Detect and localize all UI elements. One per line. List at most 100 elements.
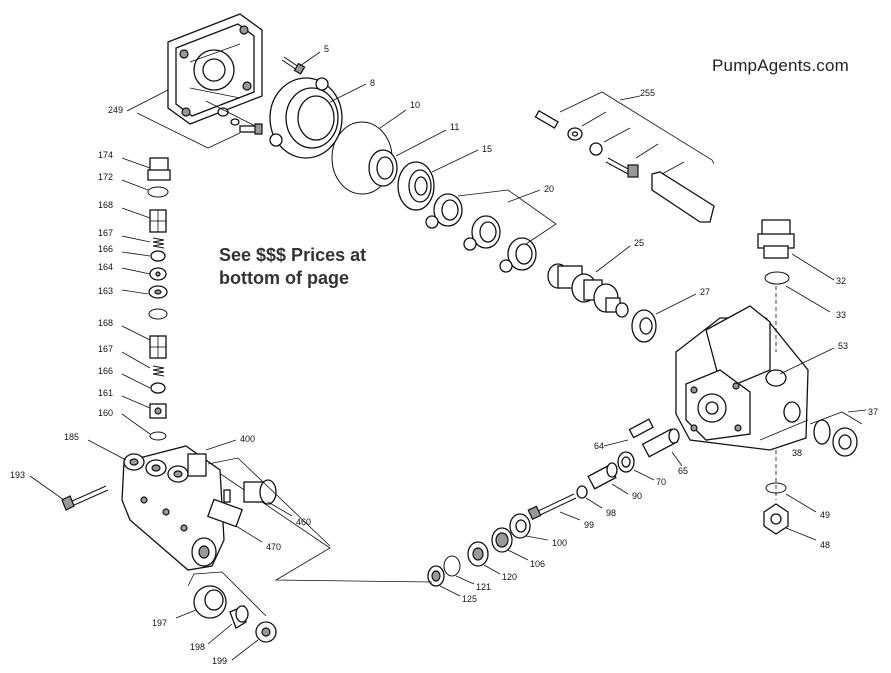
washer-98[interactable]	[576, 485, 588, 499]
seal-120[interactable]	[467, 541, 489, 567]
seal-70[interactable]	[617, 451, 635, 473]
plunger-90[interactable]	[587, 462, 618, 490]
cap-255[interactable]	[589, 142, 603, 156]
leader-470	[235, 525, 263, 543]
leader-32	[791, 253, 835, 281]
valve-cage-168a[interactable]	[149, 209, 167, 233]
fitting-460[interactable]	[243, 479, 277, 505]
seal-125[interactable]	[427, 565, 445, 587]
pin-64[interactable]	[628, 418, 654, 439]
assembly-leader	[199, 459, 433, 583]
callout-65: 65	[678, 466, 688, 476]
filter-198[interactable]	[229, 605, 249, 629]
leader-168b	[121, 325, 151, 341]
washer-255[interactable]	[567, 127, 583, 141]
oring-172[interactable]	[147, 186, 169, 198]
plunger-bolt-99[interactable]	[527, 493, 577, 521]
leader-121	[455, 575, 475, 585]
callout-125: 125	[462, 594, 477, 604]
leader-193	[29, 475, 65, 501]
callout-37: 37	[868, 407, 878, 417]
brand-watermark: PumpAgents.com	[712, 56, 849, 75]
callout-160: 160	[98, 408, 113, 418]
bearing-27[interactable]	[631, 309, 657, 343]
flange-8[interactable]	[269, 77, 343, 159]
callout-161: 161	[98, 388, 113, 398]
leader-166a	[121, 251, 151, 257]
valve-cap-174[interactable]	[147, 157, 171, 181]
spring-167b[interactable]	[152, 365, 165, 377]
callout-400: 400	[240, 434, 255, 444]
callout-185: 185	[64, 432, 79, 442]
valve-seat-166a[interactable]	[150, 250, 166, 262]
valve-164[interactable]	[149, 267, 167, 281]
dipstick-255[interactable]	[651, 171, 715, 223]
nut-197[interactable]	[193, 585, 227, 619]
bolt-255[interactable]	[605, 157, 639, 178]
callout-99: 99	[584, 520, 594, 530]
leader-198	[207, 623, 233, 645]
callout-199: 199	[212, 656, 227, 666]
oring-38[interactable]	[813, 419, 831, 445]
drain-plug-48[interactable]	[763, 503, 789, 535]
bracket-20	[457, 189, 557, 245]
leader-160	[121, 413, 151, 435]
crankshaft-25[interactable]	[547, 263, 629, 318]
bracket-400-470	[207, 457, 331, 547]
valve-cage-168b[interactable]	[149, 335, 167, 359]
bearing-11[interactable]	[368, 149, 398, 187]
leader-70	[633, 469, 655, 481]
callout-90: 90	[632, 491, 642, 501]
callout-98: 98	[606, 508, 616, 518]
callout-49: 49	[820, 510, 830, 520]
oring-121[interactable]	[443, 555, 461, 577]
oil-fill-cap-32[interactable]	[757, 219, 795, 259]
leader-49	[785, 493, 817, 513]
callout-20: 20	[544, 184, 554, 194]
price-note-line-1: See $$$ Prices at	[219, 245, 367, 265]
key-pin-255[interactable]	[534, 110, 559, 129]
valve-seat-166b[interactable]	[150, 382, 166, 394]
leader-65	[671, 451, 683, 467]
leader-33	[785, 285, 831, 313]
valve-161[interactable]	[149, 403, 167, 419]
leader-172	[121, 179, 149, 191]
oring-163[interactable]	[148, 308, 168, 320]
callout-120: 120	[502, 572, 517, 582]
inlet-fitting-470[interactable]	[206, 489, 244, 528]
leader-15	[431, 149, 479, 173]
seal-106[interactable]	[491, 527, 513, 553]
spring-167a[interactable]	[152, 237, 165, 249]
valve-seat-163[interactable]	[148, 285, 168, 299]
crankcase-housing[interactable]	[675, 305, 809, 451]
leader-166b	[121, 373, 151, 389]
leader-197	[175, 609, 197, 619]
callout-38: 38	[792, 448, 802, 458]
retainer-100[interactable]	[509, 513, 531, 539]
leader-53	[779, 347, 835, 375]
cover-plate[interactable]	[167, 13, 263, 125]
callout-167b: 167	[98, 344, 113, 354]
oring-33[interactable]	[764, 271, 790, 285]
leader-11	[395, 129, 447, 157]
connecting-rod-20c[interactable]	[499, 237, 537, 273]
manifold-185[interactable]	[121, 445, 225, 571]
callout-8: 8	[370, 78, 375, 88]
leader-174	[121, 157, 151, 169]
plunger-guide-65[interactable]	[641, 428, 680, 458]
callout-168a: 168	[98, 200, 113, 210]
connecting-rod-20a[interactable]	[425, 193, 463, 229]
cover-washer-bolt[interactable]	[217, 107, 263, 135]
leader-249	[126, 89, 169, 112]
bearing-15[interactable]	[397, 161, 435, 211]
leader-25	[595, 245, 631, 273]
manifold-bolt-193[interactable]	[61, 485, 109, 511]
cap-199[interactable]	[255, 621, 277, 643]
leader-120	[483, 564, 501, 575]
callout-163: 163	[98, 286, 113, 296]
sight-glass-37[interactable]	[832, 427, 858, 457]
price-note: See $$$ Prices at bottom of page	[219, 244, 366, 290]
leader-64	[603, 439, 629, 447]
connecting-rod-20b[interactable]	[463, 215, 501, 251]
oring-160[interactable]	[149, 431, 167, 441]
